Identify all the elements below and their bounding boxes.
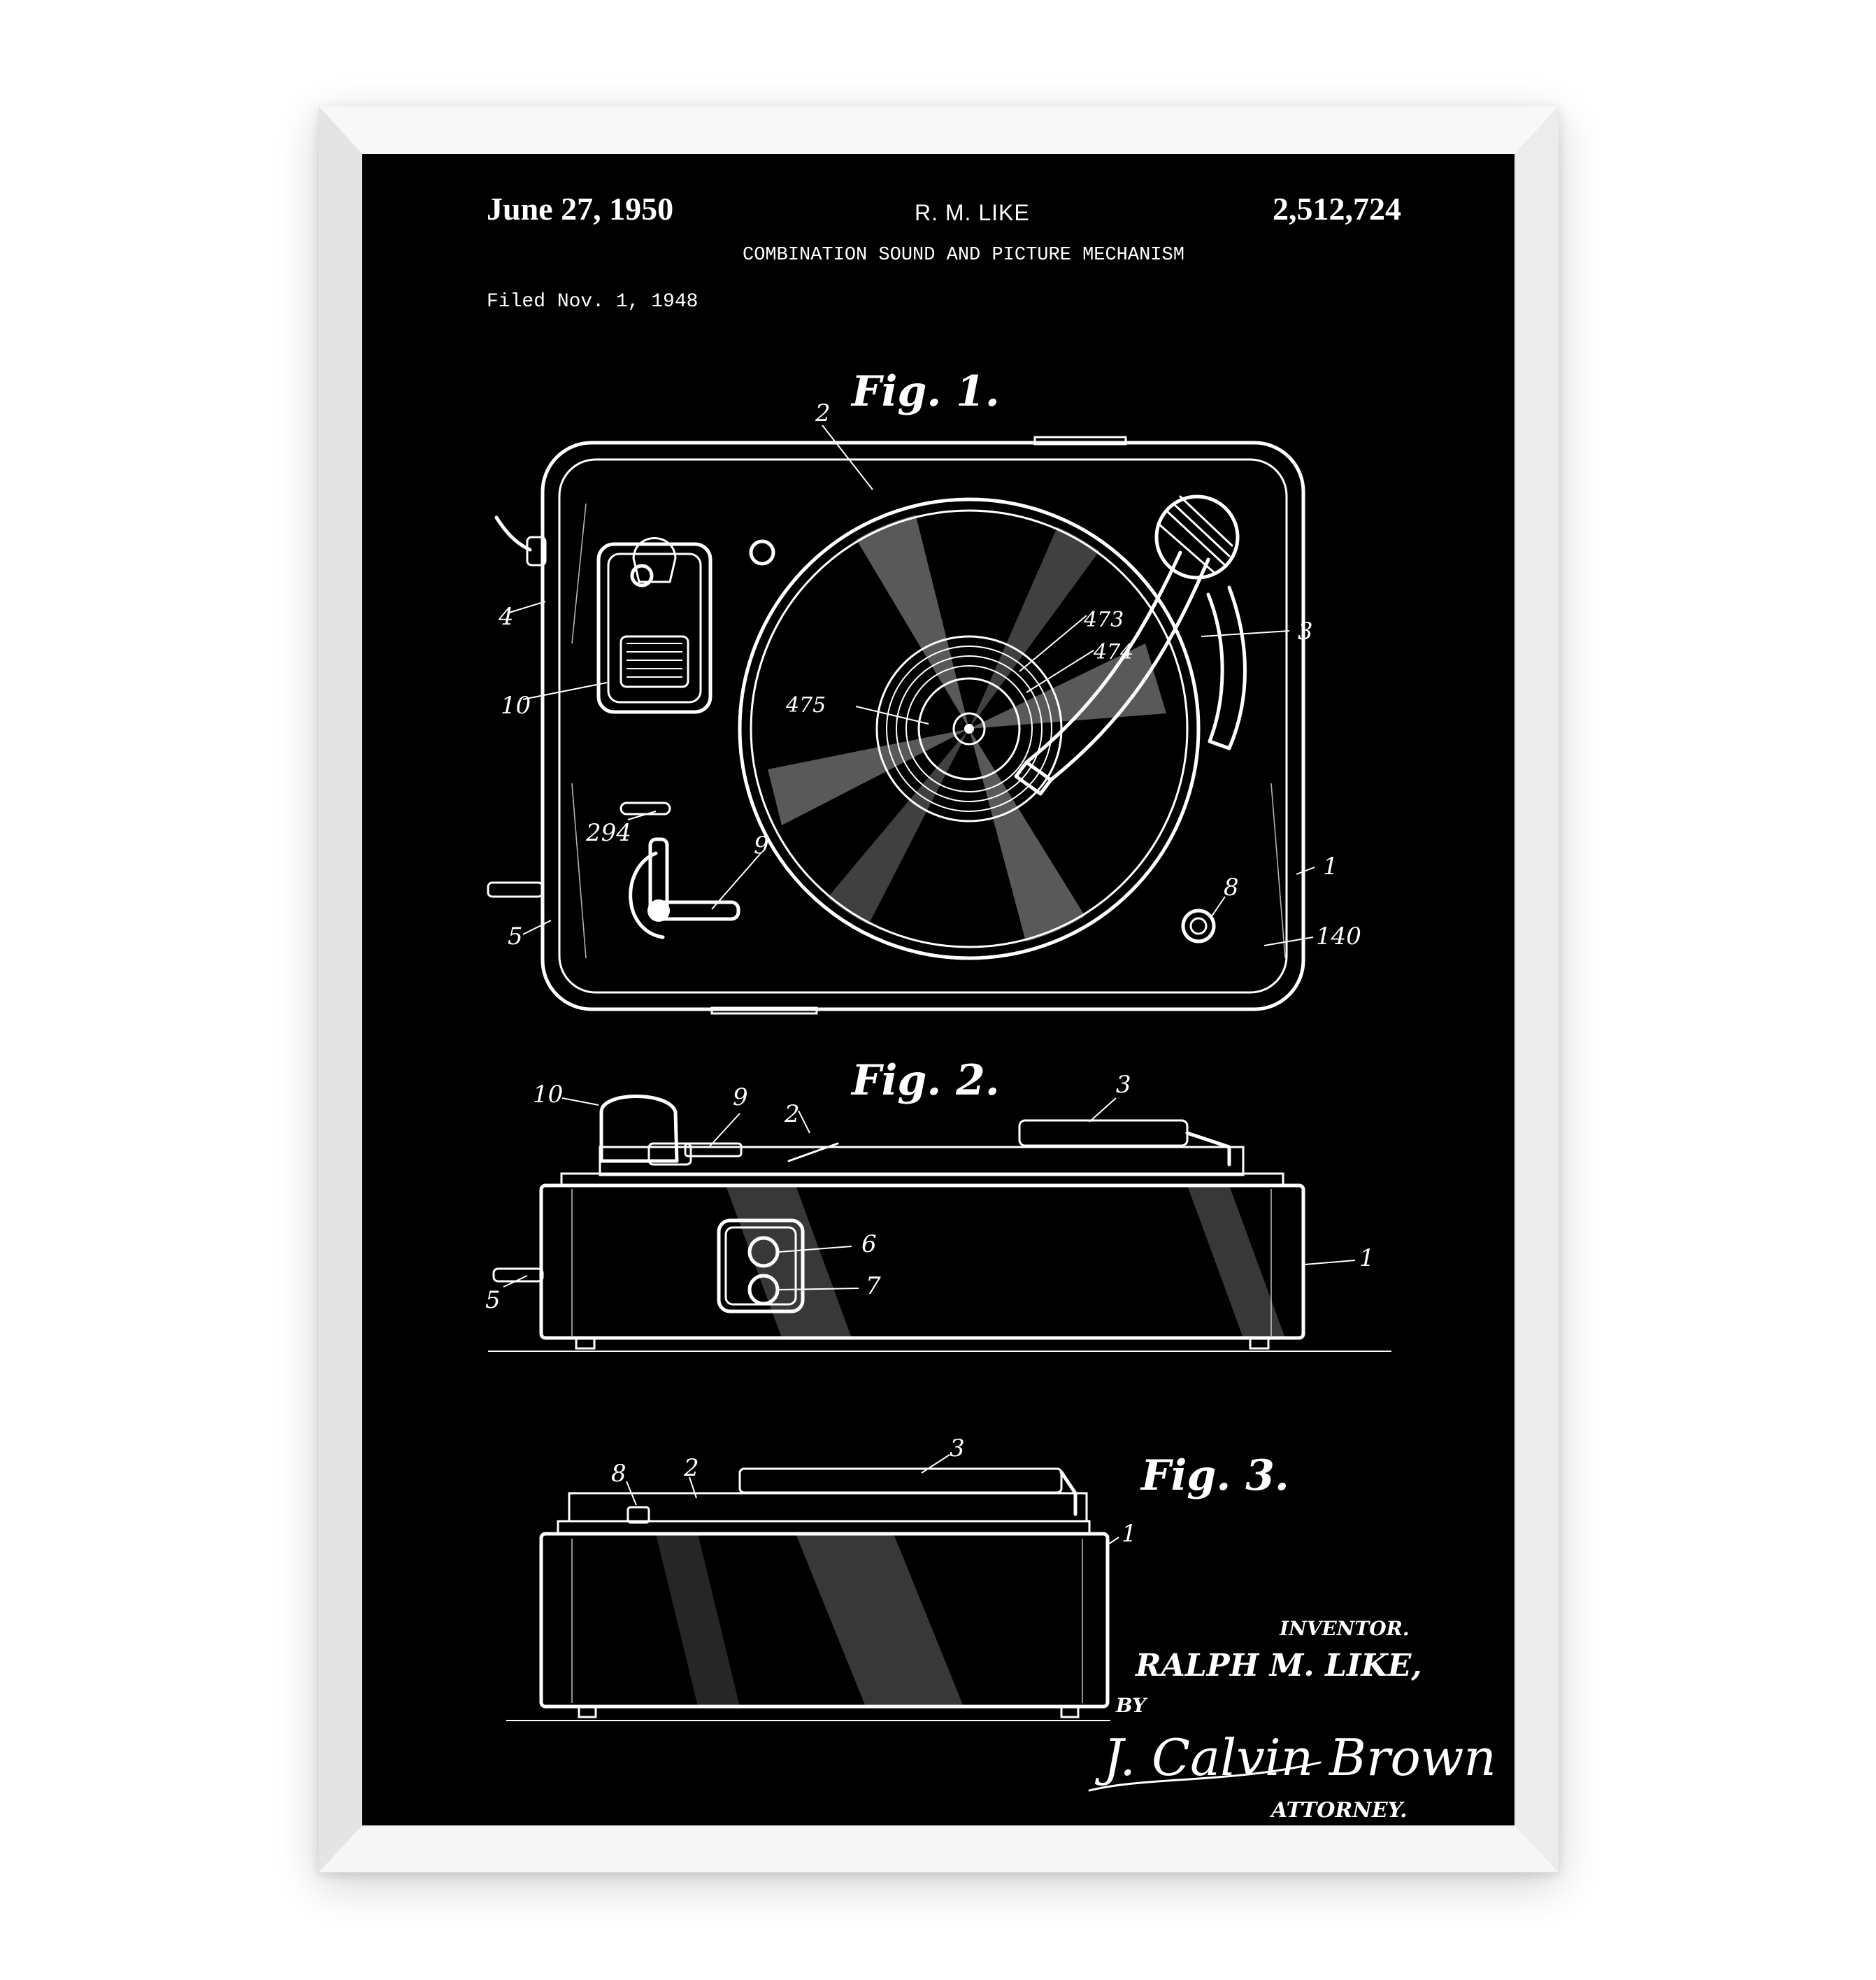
turntable-front-view — [506, 1467, 1110, 1721]
fig2-label-6: 6 — [861, 1230, 877, 1258]
fig2-label-2: 2 — [784, 1100, 800, 1128]
fig2-label-10: 10 — [533, 1081, 563, 1109]
fig2-label-9: 9 — [733, 1083, 748, 1111]
lever-9 — [629, 837, 740, 939]
signature-flourish — [1088, 1761, 1322, 1792]
fig1-label-4: 4 — [498, 603, 514, 631]
tone-arm — [1014, 494, 1247, 796]
platter — [738, 497, 1201, 960]
fig2-label-3: 3 — [1116, 1071, 1131, 1099]
fig1-label-474: 474 — [1093, 640, 1133, 664]
control-unit-10 — [596, 537, 713, 714]
patent-title: COMBINATION SOUND AND PICTURE MECHANISM — [743, 245, 1184, 266]
fig3-leaders — [626, 1454, 1119, 1546]
fig1-label-473: 473 — [1083, 608, 1124, 632]
fig2-caption: Fig. 2. — [850, 1056, 1000, 1105]
patent-number: 2,512,724 — [1273, 191, 1401, 227]
fig1-label-9: 9 — [754, 832, 769, 860]
fig1-caption: Fig. 1. — [850, 367, 1000, 416]
figure-2: Fig. 2. — [485, 1056, 1391, 1352]
knob-294 — [620, 802, 671, 815]
filed-date: Filed Nov. 1, 1948 — [487, 291, 699, 313]
signature-block: INVENTOR. RALPH M. LIKE, BY J. Calvin Br… — [1088, 1617, 1496, 1823]
fig3-label-1: 1 — [1122, 1520, 1137, 1548]
by-label: BY — [1115, 1694, 1148, 1717]
attorney-signature: J. Calvin Brown — [1094, 1728, 1496, 1787]
fig1-leaders — [508, 425, 1315, 946]
fig1-label-5: 5 — [508, 923, 523, 950]
fig1-label-475: 475 — [785, 693, 826, 718]
frame-bevel — [319, 106, 1559, 1872]
fig3-label-2: 2 — [683, 1454, 699, 1482]
inventor-short-name: R. M. LIKE — [915, 200, 1030, 225]
fig3-label-3: 3 — [950, 1434, 965, 1462]
fig2-leaders — [503, 1097, 1356, 1290]
patent-date: June 27, 1950 — [487, 191, 674, 227]
attorney-role: ATTORNEY. — [1269, 1798, 1408, 1823]
turntable-side-view — [488, 1095, 1391, 1352]
fig1-label-2: 2 — [815, 399, 831, 427]
fig1-label-10: 10 — [501, 692, 531, 720]
patent-poster: June 27, 1950 R. M. LIKE 2,512,724 COMBI… — [362, 154, 1515, 1825]
fig1-label-140: 140 — [1316, 923, 1361, 950]
fig1-label-1: 1 — [1323, 853, 1338, 881]
figure-1: Fig. 1. — [487, 367, 1361, 1015]
figure-3: Fig. 3. — [506, 1434, 1289, 1721]
fig1-label-294: 294 — [585, 819, 631, 847]
fig3-caption: Fig. 3. — [1140, 1451, 1289, 1500]
fig2-label-7: 7 — [866, 1272, 881, 1300]
fig1-label-3: 3 — [1298, 618, 1313, 646]
inventor-name: RALPH M. LIKE, — [1134, 1648, 1422, 1683]
fig3-label-8: 8 — [611, 1460, 626, 1488]
fig2-label-1: 1 — [1359, 1244, 1375, 1272]
inventor-heading: INVENTOR. — [1279, 1617, 1410, 1640]
fig2-label-5: 5 — [485, 1286, 501, 1314]
turntable-top-view — [487, 436, 1305, 1015]
patent-drawing: Fig. 1. — [485, 367, 1496, 1823]
fig1-label-8: 8 — [1224, 874, 1239, 902]
